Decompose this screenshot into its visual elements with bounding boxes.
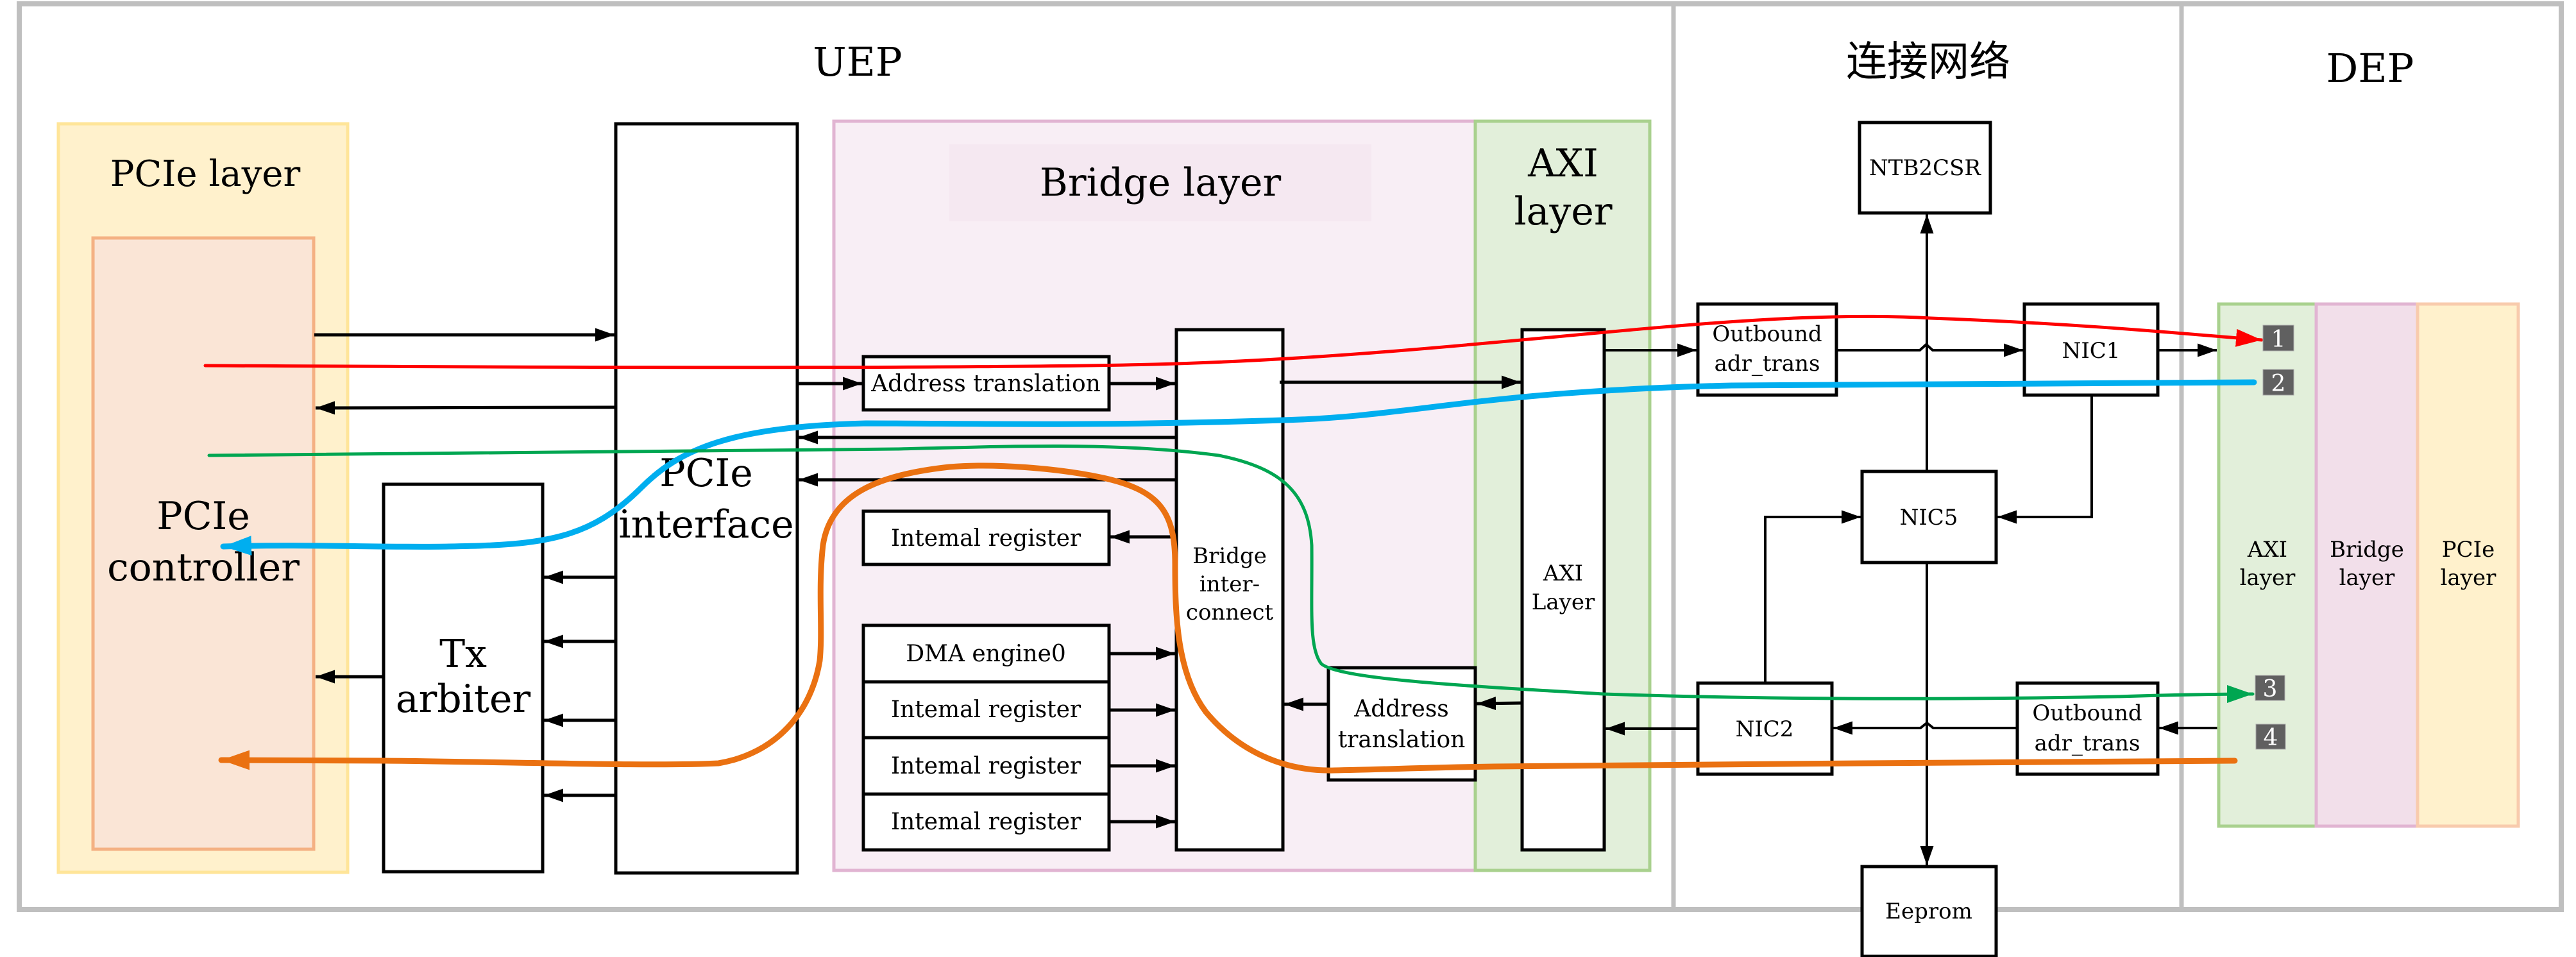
bridge-interconnect[interactable] (1174, 328, 1285, 852)
path-4-orange[interactable] (218, 462, 2238, 774)
internal-register-2-label: Intemal register (891, 753, 1081, 779)
path-badges: 1 2 3 4 (2255, 325, 2294, 751)
arrow-outbound-bottom-to-nic2 (1833, 721, 2017, 735)
arrow-outbound-top-to-nic1 (1836, 343, 2023, 357)
badge-2-label: 2 (2271, 371, 2286, 397)
arrow-nic2-to-nic5 (1764, 510, 1861, 683)
section-title-network: 连接网络 (1846, 38, 2010, 86)
register-stack: DMA engine0 Intemal register Intemal reg… (861, 623, 1111, 852)
nic1-label: NIC1 (2062, 338, 2121, 364)
tx-arbiter-label-line1: Tx (439, 632, 487, 677)
dep-pcie-label-line2: layer (2441, 565, 2496, 591)
internal-register-top-label: Intemal register (891, 525, 1081, 552)
bridge-interconnect-label-line1: Bridge (1192, 543, 1267, 569)
nic2-label: NIC2 (1736, 716, 1794, 742)
dep-bridge-layer (2314, 302, 2419, 828)
path-3-green[interactable] (207, 445, 2255, 704)
pcie-interface-label-line1: PCIe (659, 451, 753, 496)
uep-arrows (314, 328, 1523, 829)
outbound-top-label-line2: adr_trans (1715, 351, 1820, 377)
path-2-blue[interactable] (220, 379, 2257, 556)
eeprom[interactable] (1860, 865, 1998, 957)
axi-layer-label-line1: AXI (1527, 141, 1598, 186)
outbound-bottom-label-line2: adr_trans (2035, 731, 2140, 756)
section-title-dep: DEP (2326, 45, 2414, 92)
dep-bridge-label-line2: layer (2339, 565, 2395, 591)
dep-pcie-label-line1: PCIe (2442, 537, 2495, 563)
bridge-layer-label: Bridge layer (1040, 160, 1282, 205)
pcie-interface-label-line2: interface (618, 502, 793, 547)
outbound-bottom-label-line1: Outbound (2032, 700, 2142, 726)
badge-2 (2262, 369, 2294, 396)
dep-pcie-layer (2416, 302, 2520, 828)
outbound-top-label-line1: Outbound (1712, 321, 1822, 347)
dep-bridge-label-line1: Bridge (2330, 537, 2404, 563)
address-translation-bottom-label-line2: translation (1338, 727, 1466, 753)
nic5[interactable] (1860, 470, 1998, 564)
badge-4-label: 4 (2264, 725, 2278, 751)
data-paths (203, 314, 2264, 774)
axi-layer-label-line2: layer (1514, 189, 1612, 234)
axi-layer-block-label-line2: Layer (1532, 589, 1595, 615)
internal-register-1-label: Intemal register (891, 697, 1081, 723)
tx-arbiter-label-line2: arbiter (396, 677, 531, 722)
internal-register-3[interactable] (861, 792, 1111, 852)
pcie-controller-label-line1: PCIe (157, 494, 250, 539)
arrow-axi-to-addr-trans-bottom (1476, 697, 1523, 711)
badge-1 (2262, 325, 2294, 351)
badge-1-label: 1 (2271, 326, 2286, 353)
pcie-layer-label: PCIe layer (110, 153, 301, 195)
bridge-interconnect-label-line2: inter- (1199, 572, 1260, 597)
arrow-interface-to-controller (315, 401, 616, 415)
axi-layer-block-label-line1: AXI (1543, 561, 1583, 586)
bridge-interconnect-label-line3: connect (1186, 600, 1273, 625)
bridge-layer-title-box (949, 144, 1371, 221)
address-translation-top-label: Address translation (870, 371, 1101, 397)
badge-3 (2255, 675, 2285, 701)
address-translation-bottom[interactable] (1326, 666, 1477, 782)
eeprom-label: Eeprom (1885, 899, 1972, 924)
ntb2csr-label: NTB2CSR (1869, 155, 1981, 181)
pcie-controller-label-line2: controller (107, 545, 300, 590)
section-title-uep: UEP (813, 38, 902, 85)
badge-3-label: 3 (2263, 676, 2278, 702)
nic5-label: NIC5 (1900, 505, 1958, 530)
path-1-red[interactable] (203, 314, 2264, 369)
internal-register-top[interactable] (861, 509, 1111, 566)
outer-frame (17, 1, 2564, 912)
ntb2csr[interactable] (1858, 121, 1992, 215)
badge-4 (2255, 724, 2286, 750)
pcie-interface[interactable] (614, 122, 799, 875)
dep-axi-label-line1: AXI (2247, 537, 2287, 563)
address-translation-bottom-label-line1: Address (1353, 696, 1449, 722)
network-arrows (1604, 214, 2219, 865)
internal-register-3-label: Intemal register (891, 809, 1081, 835)
dep-axi-label-line2: layer (2240, 565, 2296, 591)
arrow-nic1-to-nic5 (1997, 395, 2093, 524)
dma-engine0-label: DMA engine0 (906, 641, 1066, 667)
